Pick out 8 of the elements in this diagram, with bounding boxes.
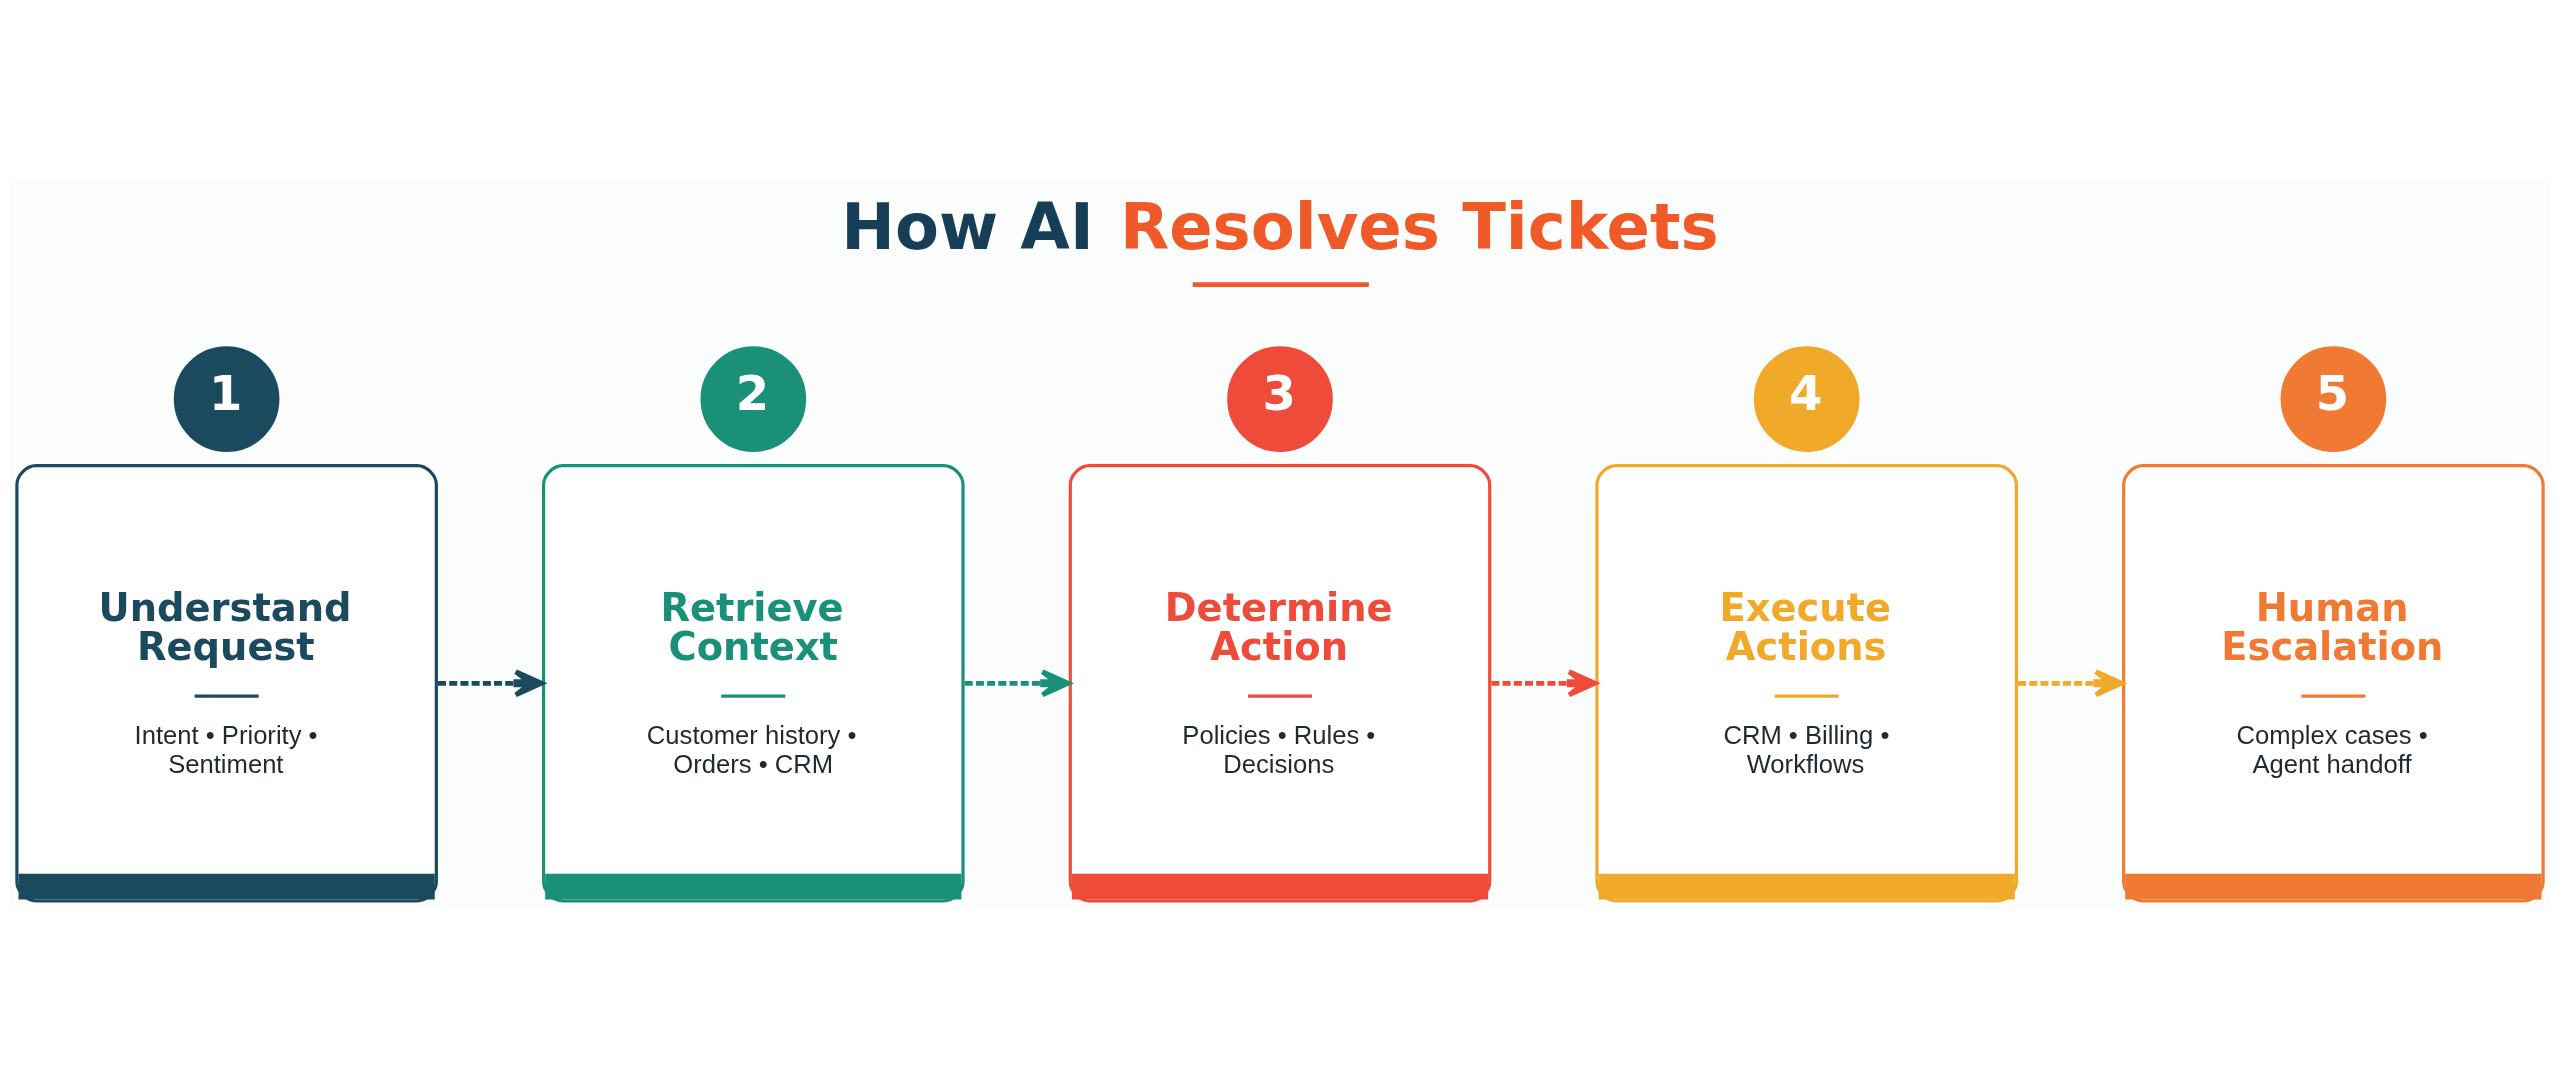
node-circle: 3 xyxy=(1227,345,1333,452)
diagram-title: How AI Resolves Tickets xyxy=(841,189,1719,264)
node-circle: 4 xyxy=(1753,345,1860,452)
arrow xyxy=(1491,668,1598,697)
arrow xyxy=(964,668,1071,697)
node-circle: 1 xyxy=(173,345,280,452)
node-circle: 5 xyxy=(2280,345,2387,452)
node-circle: 2 xyxy=(700,345,807,452)
